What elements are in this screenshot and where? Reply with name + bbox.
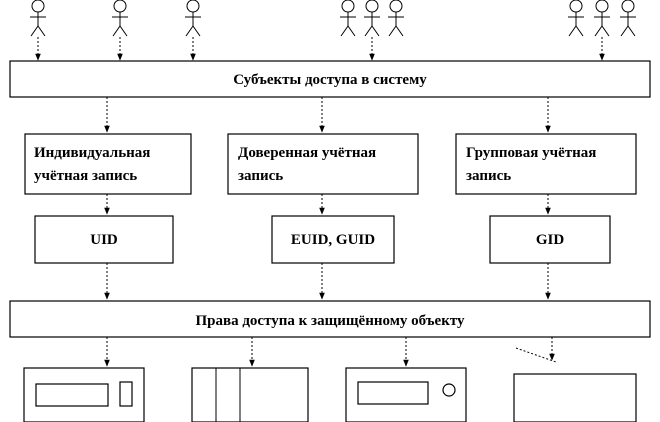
trusted-account-line1: Доверенная учётная bbox=[238, 145, 376, 161]
cabinet-icon bbox=[191, 367, 309, 422]
rights-label: Права доступа к защищённому объекту bbox=[195, 313, 465, 329]
trusted-account-line2: запись bbox=[238, 168, 283, 184]
person-icon bbox=[619, 0, 637, 37]
user-arrows bbox=[35, 37, 605, 61]
uid-label: UID bbox=[90, 232, 118, 248]
device-with-knob-icon bbox=[345, 367, 467, 422]
person-icon bbox=[339, 0, 357, 37]
individual-account-line2: учётная запись bbox=[34, 168, 137, 184]
person-icon bbox=[567, 0, 585, 37]
group-account-box bbox=[455, 133, 637, 195]
person-icon bbox=[363, 0, 381, 37]
person-icon bbox=[387, 0, 405, 37]
printer-icon bbox=[513, 373, 637, 422]
person-icon bbox=[29, 0, 47, 37]
subjects-box bbox=[9, 60, 651, 98]
device-icon bbox=[23, 367, 145, 422]
users-group bbox=[29, 0, 637, 37]
uid-box bbox=[34, 215, 174, 264]
individual-account-line1: Индивидуальная bbox=[34, 145, 150, 161]
rights-box bbox=[9, 300, 651, 338]
group-account-line1: Групповая учётная bbox=[466, 145, 596, 161]
person-icon bbox=[184, 0, 202, 37]
gid-label: GID bbox=[536, 232, 565, 248]
gid-box bbox=[489, 215, 611, 264]
person-icon bbox=[111, 0, 129, 37]
subjects-label: Субъекты доступа в систему bbox=[233, 72, 427, 88]
trusted-account-box bbox=[227, 133, 419, 195]
person-icon bbox=[593, 0, 611, 37]
group-account-line2: запись bbox=[466, 168, 511, 184]
euid-guid-label: EUID, GUID bbox=[291, 232, 375, 248]
individual-account-box bbox=[24, 133, 192, 195]
euid-guid-box bbox=[271, 215, 395, 264]
